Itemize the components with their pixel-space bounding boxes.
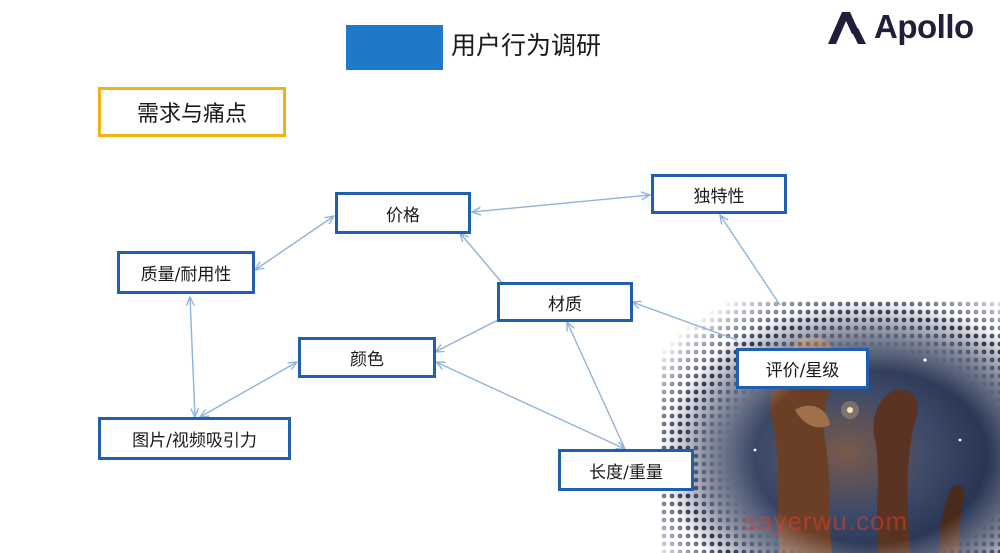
node-quality-durability: 质量/耐用性 bbox=[117, 251, 255, 294]
edge-color-length bbox=[436, 362, 625, 449]
node-color: 颜色 bbox=[298, 337, 436, 378]
edge-material-color bbox=[435, 319, 499, 352]
node-uniqueness: 独特性 bbox=[651, 174, 787, 214]
watermark: sayerwu.com bbox=[744, 506, 909, 536]
slide-title: 用户行为调研 bbox=[451, 31, 602, 60]
node-length-weight: 长度/重量 bbox=[558, 449, 694, 491]
edge-price-uniqueness bbox=[472, 195, 650, 212]
section-label-needs-pain-points: 需求与痛点 bbox=[98, 87, 286, 137]
apollo-logo: Apollo bbox=[826, 6, 996, 50]
edge-length-material bbox=[567, 322, 626, 450]
edge-color-image bbox=[200, 362, 297, 417]
logo-wordmark: Apollo bbox=[874, 8, 974, 45]
nebula-image bbox=[660, 300, 1000, 553]
edge-material-price bbox=[460, 233, 504, 285]
edge-rating-material bbox=[632, 302, 738, 341]
edge-rating-uniqueness bbox=[720, 215, 781, 306]
edge-quality-image bbox=[190, 297, 195, 417]
title-accent-block bbox=[346, 25, 443, 70]
edge-price-quality bbox=[255, 216, 334, 270]
node-material: 材质 bbox=[497, 282, 633, 322]
apollo-logo-icon bbox=[828, 12, 866, 44]
node-price: 价格 bbox=[335, 192, 471, 234]
node-rating-stars: 评价/星级 bbox=[736, 348, 869, 389]
node-image-video-appeal: 图片/视频吸引力 bbox=[98, 417, 291, 460]
